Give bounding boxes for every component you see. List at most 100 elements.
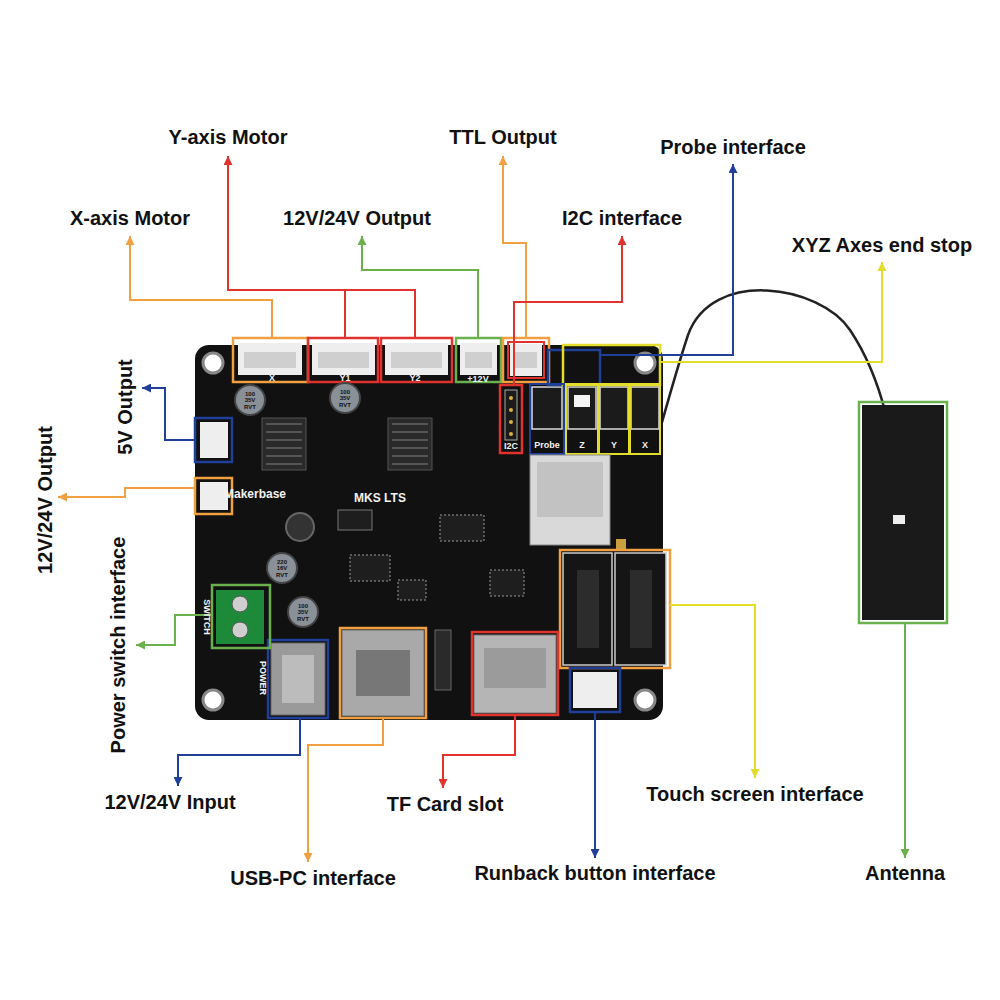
terminal-screw <box>232 622 248 638</box>
heatsink-fins <box>392 424 428 464</box>
mounting-hole <box>203 353 223 373</box>
callout-label: Antenna <box>865 863 945 884</box>
ic-chip <box>398 580 426 600</box>
capacitor <box>235 385 265 415</box>
jst-connector <box>200 482 228 510</box>
leader-line <box>904 623 906 858</box>
endstop-header <box>600 387 628 429</box>
callout-label: Power switch interface <box>108 537 129 754</box>
callout-label: TF Card slot <box>387 794 504 815</box>
i2c-header <box>505 390 517 440</box>
highlight-box <box>599 384 629 454</box>
highlight-box <box>195 418 232 462</box>
header-pins <box>574 395 590 407</box>
highlight-box <box>212 585 270 648</box>
header-pin <box>509 432 513 436</box>
highlight-box <box>500 385 522 453</box>
highlight-box <box>566 384 598 454</box>
jst-connector <box>460 343 497 375</box>
ic-chip <box>440 515 484 541</box>
leader-line <box>308 718 383 862</box>
silkscreen-text: +12V <box>467 375 488 384</box>
callout-label: 5V Output <box>115 359 136 455</box>
connector-slot <box>391 352 442 368</box>
callout-label: X-axis Motor <box>70 208 190 229</box>
capacitor-marking: 100 35V RVT <box>292 603 314 622</box>
capacitor <box>288 597 318 627</box>
jst-connector <box>573 672 617 708</box>
antenna-socket <box>616 539 626 549</box>
connector-slot <box>465 352 492 368</box>
callout-label: Runback button interface <box>474 863 715 884</box>
connector-slot <box>515 352 537 368</box>
highlight-box <box>548 350 600 385</box>
leader-line <box>594 712 596 858</box>
highlight-box <box>268 640 328 718</box>
capacitor-marking: 100 35V RVT <box>334 389 356 408</box>
ic-chip <box>350 555 390 581</box>
connector-slot <box>244 352 296 368</box>
capacitor <box>267 553 297 583</box>
header-pin <box>509 396 513 400</box>
heatsink-fins <box>266 424 302 464</box>
header-pin <box>509 408 513 412</box>
callout-label: XYZ Axes end stop <box>792 235 972 256</box>
heatsink <box>388 418 432 470</box>
ic-chip <box>435 630 451 690</box>
heatsink <box>262 418 306 470</box>
jst-connector <box>312 343 375 375</box>
highlight-box <box>563 345 660 385</box>
jack-opening <box>282 655 314 703</box>
antenna-panel <box>862 405 944 620</box>
leader-line <box>58 488 195 497</box>
silkscreen-text: Y2 <box>409 374 420 383</box>
leader-line <box>345 290 415 338</box>
wifi-module <box>530 455 610 545</box>
silkscreen-text: POWER <box>257 661 266 695</box>
header-pin <box>509 420 513 424</box>
leader-line <box>178 718 300 786</box>
endstop-header <box>568 387 596 429</box>
ic-chip <box>490 570 524 596</box>
silkscreen-text: Z <box>579 441 585 450</box>
header-pins <box>577 570 599 648</box>
jst-connector <box>238 343 302 375</box>
silkscreen-text: SWITCH <box>201 599 210 635</box>
callout-label: Touch screen interface <box>646 784 863 805</box>
ic-chip <box>338 510 372 530</box>
module-shield <box>537 462 603 517</box>
antenna-connector <box>893 515 905 524</box>
silkscreen-text: I2C <box>504 442 518 451</box>
header-pins <box>630 570 652 648</box>
highlight-box <box>530 384 564 454</box>
jst-connector <box>200 422 228 458</box>
highlight-box <box>340 628 426 718</box>
inductor <box>286 513 314 541</box>
highlight-box <box>472 632 558 715</box>
capacitor-marking: 100 35V RVT <box>239 391 261 410</box>
power-jack <box>271 643 325 715</box>
callout-label: I2C interface <box>562 208 682 229</box>
leader-line <box>142 388 195 440</box>
leader-line <box>660 262 882 362</box>
capacitor <box>330 383 360 413</box>
highlight-box <box>570 668 620 712</box>
silkscreen-text: X <box>269 374 275 383</box>
highlight-box <box>630 384 660 454</box>
silkscreen-text: Makerbase <box>224 488 286 501</box>
jst-connector <box>385 343 448 375</box>
highlight-box <box>503 338 549 382</box>
leader-line <box>136 615 212 645</box>
endstop-header <box>631 387 659 429</box>
leader-line <box>600 164 733 355</box>
callout-label: 12V/24V Input <box>104 792 235 813</box>
highlight-box <box>560 550 670 668</box>
pcb-board <box>195 345 663 720</box>
leader-line <box>443 715 515 788</box>
silkscreen-text: Probe <box>534 441 560 450</box>
mounting-hole <box>203 690 223 710</box>
silkscreen-text: MKS LTS <box>354 492 406 505</box>
leader-line <box>670 605 755 778</box>
